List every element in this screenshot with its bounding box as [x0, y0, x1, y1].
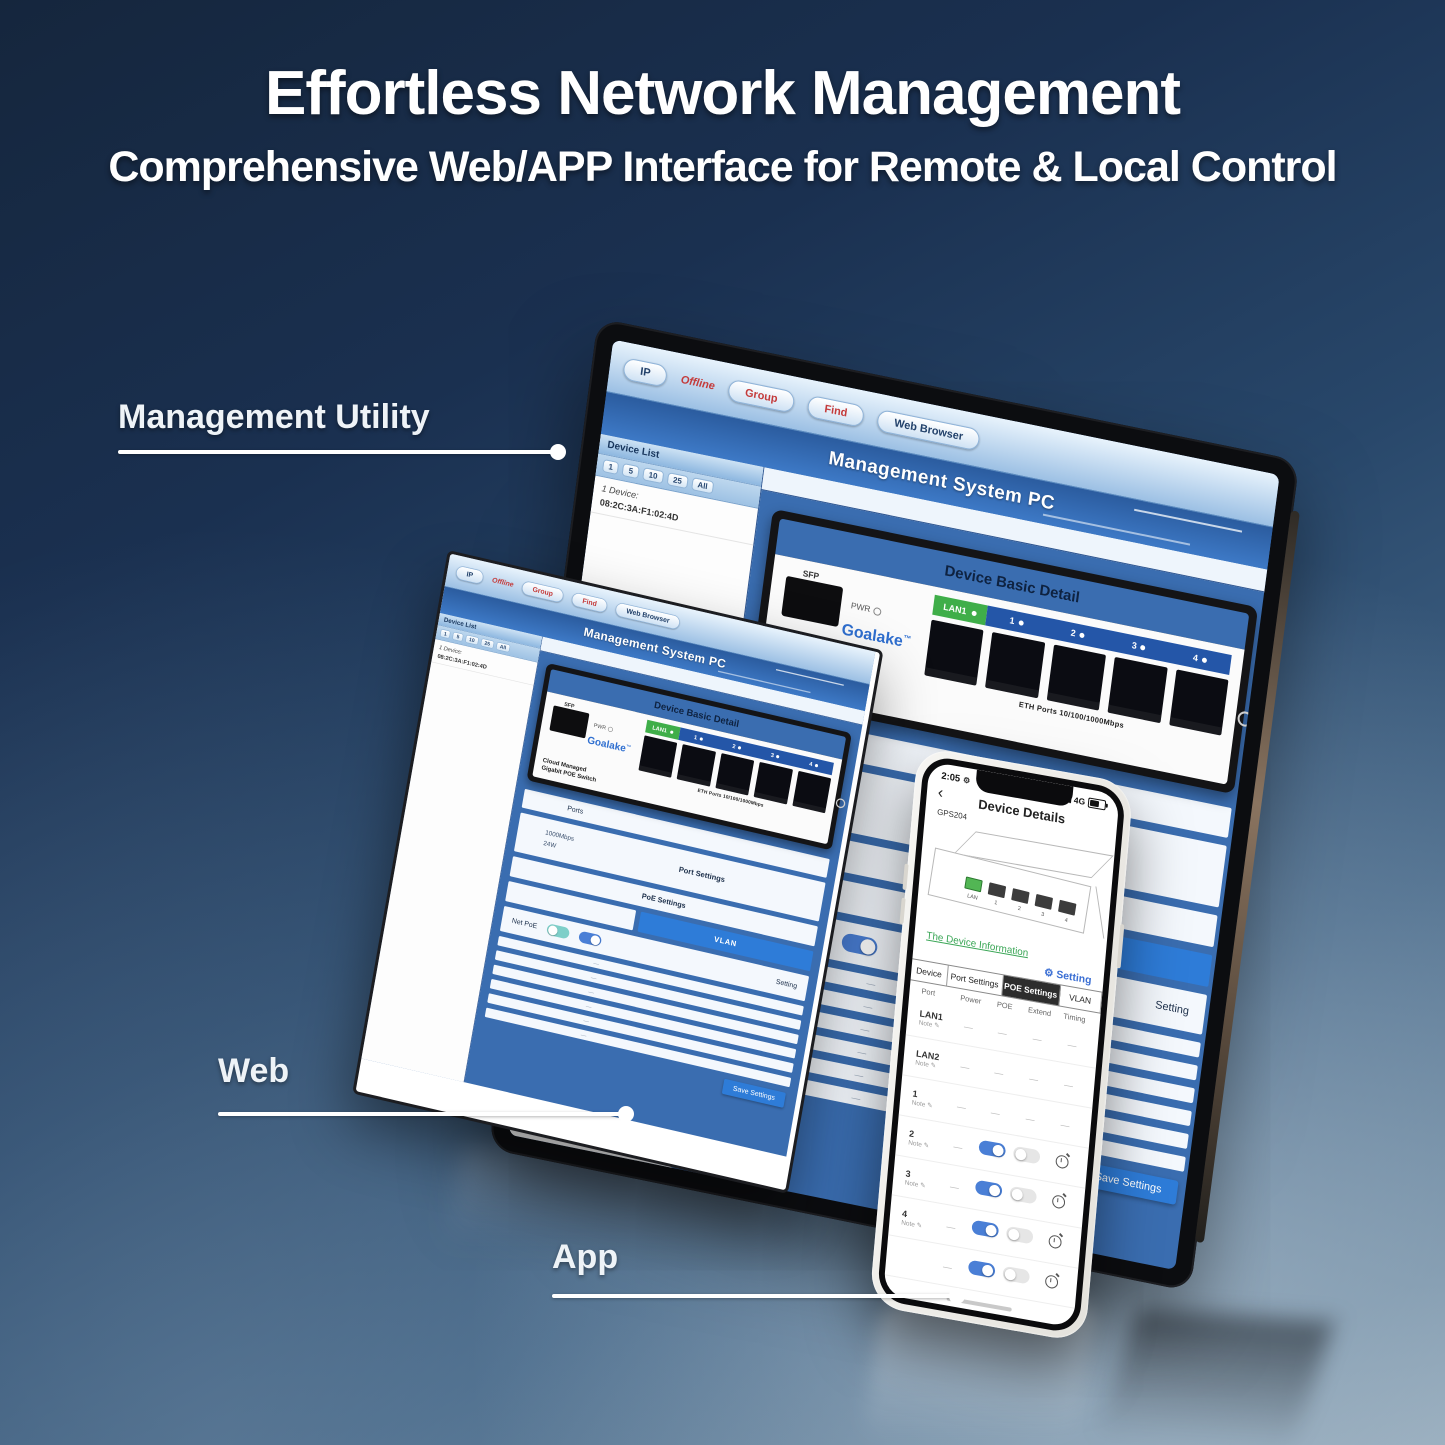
edit-icon: ✎ [930, 1061, 937, 1070]
pager-button[interactable]: 25 [480, 638, 495, 650]
reset-icon [1236, 710, 1254, 728]
poe-enable-toggle[interactable] [578, 930, 603, 947]
phone-bezel: 2:05 ⚙ 4G ‹ Device Details GPS204 [876, 754, 1127, 1335]
poe-enable-toggle[interactable] [840, 932, 879, 958]
window-body: Device List 1 5 10 25 All 1 Device: 08:2… [361, 612, 865, 1157]
pager-button[interactable]: 10 [464, 634, 480, 646]
timer-icon[interactable] [1047, 1233, 1062, 1249]
extend-toggle[interactable] [1002, 1265, 1031, 1285]
rj45-port [985, 632, 1046, 699]
callout-web: Web [218, 1052, 290, 1090]
pager-button[interactable]: 1 [601, 458, 620, 476]
setting-label[interactable]: Setting [1154, 998, 1190, 1018]
pager-button[interactable]: 5 [621, 463, 640, 480]
pwr-led [607, 726, 614, 733]
page-title: Effortless Network Management [265, 59, 1181, 128]
rj45-port [924, 619, 984, 686]
led-dot [669, 729, 674, 734]
led-dot [1018, 619, 1024, 626]
callout-line-web [218, 1112, 626, 1116]
poe-toggle[interactable] [967, 1259, 996, 1279]
status-label: Offline [491, 576, 515, 589]
laptop-reflection [1096, 1308, 1334, 1445]
web-screen: IP Offline Group Find Web Browser Manage… [361, 553, 876, 1157]
extend-toggle[interactable] [1009, 1185, 1038, 1205]
web-window-mockup: IP Offline Group Find Web Browser Manage… [352, 550, 884, 1194]
callout-line-utility [118, 450, 558, 454]
edit-icon: ✎ [933, 1021, 940, 1030]
toolbar-web-browser-button[interactable]: Web Browser [614, 601, 682, 631]
rj45-port [1107, 656, 1168, 724]
poe-toggle[interactable] [974, 1179, 1003, 1199]
gear-icon: ⚙ [962, 775, 971, 786]
timer-icon[interactable] [1054, 1153, 1069, 1169]
brand-logo: Goalake™ [586, 734, 632, 755]
toolbar-find-button[interactable]: Find [806, 394, 866, 428]
timer-icon[interactable] [1051, 1193, 1066, 1209]
pwr-label: PWR [593, 722, 614, 733]
setting-label[interactable]: Setting [775, 977, 798, 991]
toolbar-web-browser-button[interactable]: Web Browser [876, 408, 982, 452]
led-dot [737, 745, 742, 750]
network-label: 4G [1073, 794, 1086, 807]
management-utility-ui: IP Offline Group Find Web Browser Manage… [361, 553, 876, 1157]
pager-button[interactable]: 10 [641, 467, 665, 485]
extend-toggle[interactable] [1006, 1225, 1034, 1245]
phone-screen: 2:05 ⚙ 4G ‹ Device Details GPS204 [883, 761, 1120, 1328]
pager-button[interactable]: 1 [439, 628, 452, 640]
led-dot [1140, 644, 1146, 651]
callout-management-utility: Management Utility [118, 398, 430, 436]
pwr-led [872, 606, 882, 617]
net-poe-label: Net PoE [511, 916, 538, 931]
led-dot [1201, 656, 1208, 663]
pager-button[interactable]: 25 [666, 472, 689, 490]
reset-icon [835, 797, 847, 810]
toolbar-group-button[interactable]: Group [520, 580, 565, 604]
rj45-port [638, 735, 678, 778]
edit-icon: ✎ [923, 1141, 930, 1150]
volume-up-button [902, 863, 909, 891]
poe-toggle[interactable] [971, 1219, 1000, 1239]
toolbar-find-button[interactable]: Find [570, 591, 609, 614]
gear-icon: ⚙ [1043, 966, 1054, 980]
rj45-port [715, 753, 755, 796]
edit-icon: ✎ [916, 1221, 923, 1230]
header: Effortless Network Management Comprehens… [0, 58, 1445, 192]
pwr-label: PWR [850, 600, 882, 617]
edit-icon: ✎ [919, 1181, 926, 1190]
led-dot [1079, 631, 1085, 638]
led-dot [814, 763, 819, 768]
toolbar-group-button[interactable]: Group [727, 378, 796, 414]
pager-button[interactable]: All [495, 641, 511, 653]
sfp-port [549, 705, 590, 739]
rj45-port [1046, 644, 1107, 711]
page-subtitle: Comprehensive Web/APP Interface for Remo… [108, 143, 1337, 191]
rj45-port [792, 770, 832, 814]
net-poe-toggle[interactable] [546, 923, 571, 940]
timer-icon[interactable] [1044, 1273, 1059, 1289]
led-dot [776, 754, 780, 759]
pager-button[interactable]: 5 [452, 631, 464, 643]
sfp-port [781, 575, 844, 628]
toolbar-ip-button[interactable]: IP [622, 357, 669, 388]
pager-button[interactable]: All [690, 477, 715, 495]
callout-app: App [552, 1238, 619, 1276]
rj45-port [676, 744, 716, 787]
port-stats: 1000Mbps 24W [542, 829, 575, 850]
poe-toggle[interactable] [978, 1139, 1007, 1159]
led-dot [970, 609, 977, 616]
battery-icon [1087, 796, 1107, 811]
rj45-port [753, 761, 793, 805]
toolbar-ip-button[interactable]: IP [454, 564, 485, 585]
rj45-port [1168, 669, 1229, 736]
status-label: Offline [680, 373, 716, 393]
edit-icon: ✎ [926, 1101, 933, 1110]
led-dot [699, 736, 703, 741]
callout-line-app [552, 1294, 957, 1298]
switch-left-zone: SFP PWR Goalake™ Cloud Managed Gigabit P… [541, 698, 642, 793]
extend-toggle[interactable] [1013, 1145, 1041, 1165]
switch-caption: Cloud Managed Gigabit POE Switch [540, 756, 597, 784]
volume-down-button [899, 897, 906, 925]
